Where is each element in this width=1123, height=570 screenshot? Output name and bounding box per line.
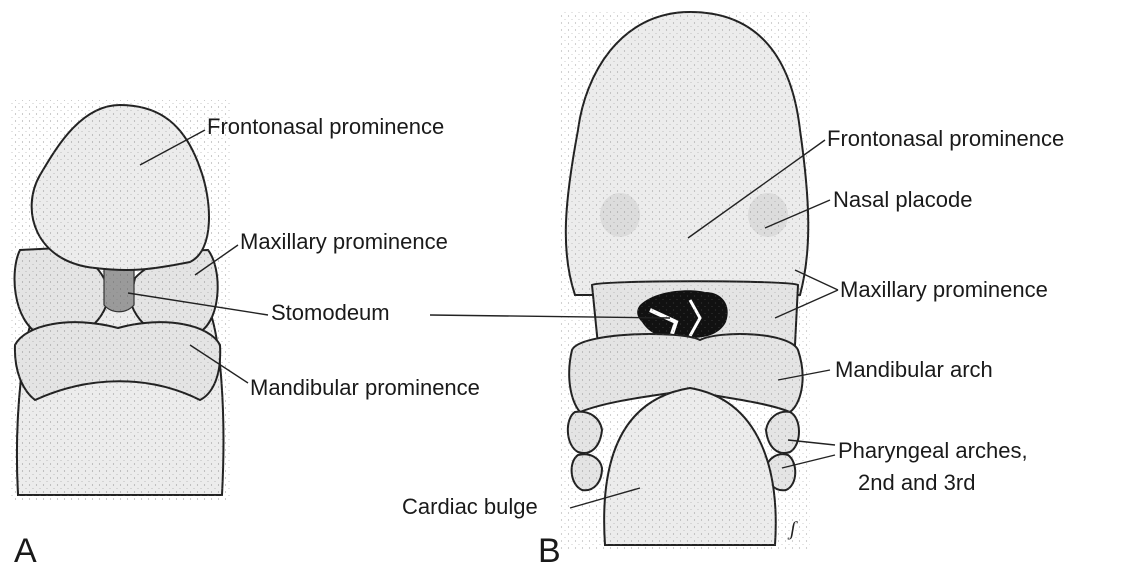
embryo-b-drawing [560, 10, 810, 550]
panel-label-a: A [14, 532, 37, 570]
embryo-b-nasal-placode-right [748, 193, 788, 237]
embryo-b-pharyngeal-left-3 [572, 454, 602, 490]
label-a-mandibular-prominence: Mandibular prominence [250, 375, 480, 400]
embryo-b-pharyngeal-left-2 [568, 412, 602, 453]
embryo-b-head [566, 12, 808, 295]
label-b-pharyngeal-arches: Pharyngeal arches, [838, 438, 1028, 463]
label-b-pharyngeal-arches-line2: 2nd and 3rd [858, 470, 975, 495]
panel-label-b: B [538, 532, 561, 570]
embryo-b-nasal-placode-left [600, 193, 640, 237]
label-a-maxillary-prominence: Maxillary prominence [240, 229, 448, 254]
label-b-maxillary-prominence: Maxillary prominence [840, 277, 1048, 302]
embryo-a-drawing [10, 100, 230, 500]
embryo-b-cardiac-bulge [604, 388, 776, 545]
label-a-frontonasal-prominence: Frontonasal prominence [207, 114, 444, 139]
label-b-nasal-placode: Nasal placode [833, 187, 972, 212]
embryo-b-pharyngeal-right-2 [766, 412, 799, 453]
label-b-mandibular-arch: Mandibular arch [835, 357, 993, 382]
artist-signature: ʃ [787, 518, 798, 540]
label-b-cardiac-bulge: Cardiac bulge [402, 494, 538, 519]
label-stomodeum: Stomodeum [271, 300, 390, 325]
label-b-frontonasal-prominence: Frontonasal prominence [827, 126, 1064, 151]
embryo-a-frontonasal [32, 105, 209, 270]
